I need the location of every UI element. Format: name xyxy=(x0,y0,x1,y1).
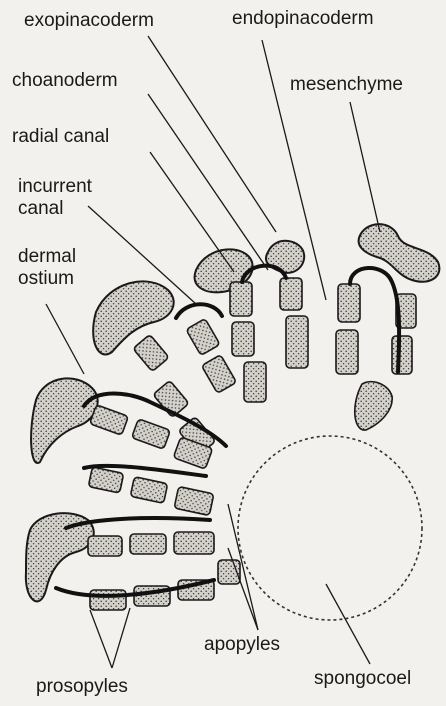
canal-wall-segment xyxy=(90,405,129,435)
canal-wall-segment xyxy=(244,362,266,402)
label-incurrent-canal-line1: incurrent xyxy=(18,176,128,198)
canal-wall-segment xyxy=(201,355,236,394)
canal-wall-segment xyxy=(336,330,358,374)
canal-wall-segment xyxy=(90,590,126,610)
canal-wall-segment xyxy=(88,536,122,556)
mesenchyme-blob-5 xyxy=(31,378,98,463)
canal-wall-segment xyxy=(174,532,214,554)
label-prosopyles: prosopyles xyxy=(36,676,128,698)
label-mesenchyme: mesenchyme xyxy=(290,74,403,96)
canal-wall-segment xyxy=(280,278,302,310)
canal-wall-segment xyxy=(338,284,360,322)
label-apopyles: apopyles xyxy=(204,634,280,656)
canal-wall-segment xyxy=(186,319,220,356)
label-exopinacoderm: exopinacoderm xyxy=(24,10,154,32)
leader-choanoderm xyxy=(148,94,268,270)
leader-prosopyles-1 xyxy=(90,610,112,668)
leader-dermal-ostium xyxy=(46,304,84,374)
leader-apopyles-2 xyxy=(228,548,258,630)
canal-wall-segment xyxy=(88,467,123,493)
label-incurrent-canal: incurrent canal xyxy=(18,176,128,220)
canal-wall-segment xyxy=(130,477,167,504)
canal-wall-segment xyxy=(133,334,169,371)
label-spongocoel: spongocoel xyxy=(314,668,411,690)
mesenchyme-base xyxy=(355,382,392,430)
leader-prosopyles-2 xyxy=(112,608,130,668)
canal-wall-segment xyxy=(392,336,412,374)
mesenchyme-blob-4 xyxy=(93,281,174,354)
leader-radial-canal xyxy=(150,152,234,272)
canal-wall-segment xyxy=(230,282,252,316)
label-dermal-ostium: dermal ostium xyxy=(18,246,128,290)
canal-wall-segment xyxy=(174,486,214,515)
canal-wall-segment xyxy=(132,419,171,449)
canal-wall-segment xyxy=(286,316,308,368)
leader-mesenchyme xyxy=(350,102,380,232)
leader-exopinacoderm xyxy=(148,36,276,232)
label-incurrent-canal-line2: canal xyxy=(18,198,128,220)
label-dermal-ostium-line1: dermal xyxy=(18,246,128,268)
mesenchyme-blob-1 xyxy=(359,224,440,282)
leader-spongocoel xyxy=(326,584,370,664)
label-endopinacoderm: endopinacoderm xyxy=(232,8,374,30)
label-dermal-ostium-line2: ostium xyxy=(18,268,128,290)
label-radial-canal: radial canal xyxy=(12,126,109,148)
canal-wall-segment xyxy=(232,322,254,356)
canal-wall-segment xyxy=(130,534,166,554)
label-choanoderm: choanoderm xyxy=(12,70,118,92)
